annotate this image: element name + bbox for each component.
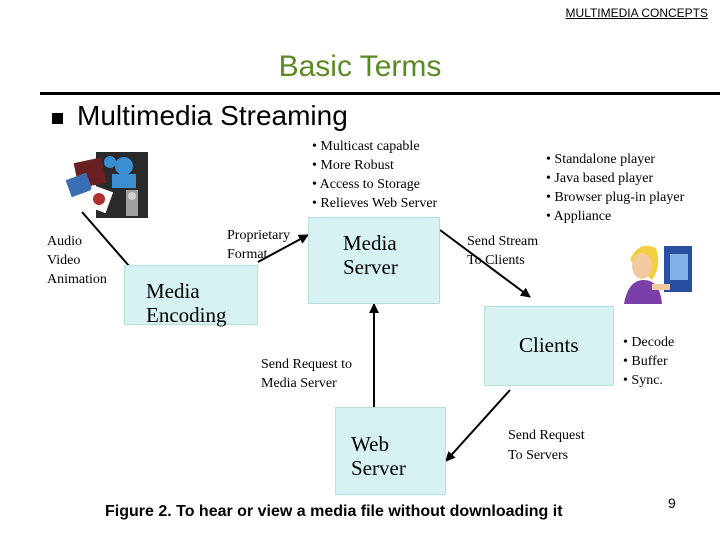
- media-encoding-box: Media Encoding: [124, 265, 258, 328]
- input-animation: Animation: [47, 272, 107, 287]
- web-server-box: Web Server: [335, 407, 446, 495]
- server-feature-multicast: • Multicast capable: [312, 139, 420, 154]
- user-at-computer-clipart-icon: [624, 245, 692, 304]
- client-function-buffer: • Buffer: [623, 354, 668, 369]
- clients-box: Clients: [484, 306, 614, 386]
- server-feature-relieves: • Relieves Web Server: [312, 196, 438, 211]
- client-function-decode: • Decode: [623, 335, 675, 350]
- slide-subtitle: Multimedia Streaming: [77, 100, 348, 131]
- media-server-box: Media Server: [308, 217, 440, 304]
- web-server-line2: Server: [351, 456, 406, 481]
- send-request-media-line1: Send Request to: [261, 357, 352, 372]
- page-number: 9: [668, 495, 676, 511]
- media-encoding-line1: Media: [146, 279, 200, 303]
- clients-label: Clients: [519, 333, 579, 357]
- player-type-standalone: • Standalone player: [546, 152, 656, 167]
- send-request-media-line2: Media Server: [261, 376, 337, 391]
- send-stream-label-line1: Send Stream: [467, 234, 539, 249]
- input-video: Video: [47, 253, 81, 268]
- send-stream-label-line2: To Clients: [467, 253, 525, 268]
- arrow-server-to-clients: [439, 229, 531, 298]
- slide-title: Basic Terms: [278, 50, 442, 83]
- proprietary-format-label-line2: Format: [227, 247, 268, 262]
- send-request-servers-line2: To Servers: [508, 448, 569, 463]
- multimedia-clipart-icon: [66, 152, 148, 218]
- proprietary-format-label-line1: Proprietary: [227, 228, 290, 243]
- client-function-sync: • Sync.: [623, 373, 663, 388]
- send-request-servers-line1: Send Request: [508, 428, 585, 443]
- player-type-plugin: • Browser plug-in player: [546, 190, 685, 205]
- player-type-java: • Java based player: [546, 171, 654, 186]
- arrow-encoding-to-server: [257, 234, 309, 263]
- server-feature-robust: • More Robust: [312, 158, 394, 173]
- bullet-square-icon: [52, 113, 63, 124]
- title-divider: [40, 92, 720, 95]
- web-server-line1: Web: [351, 432, 389, 456]
- arrow-clients-to-web-server: [445, 389, 511, 462]
- media-server-line2: Server: [343, 255, 398, 280]
- server-feature-storage: • Access to Storage: [312, 177, 420, 192]
- media-encoding-line2: Encoding: [146, 303, 227, 328]
- figure-caption: Figure 2. To hear or view a media file w…: [105, 503, 563, 520]
- slide-header: MULTIMEDIA CONCEPTS: [565, 6, 708, 20]
- input-audio: Audio: [47, 234, 82, 249]
- player-type-appliance: • Appliance: [546, 209, 612, 224]
- media-server-line1: Media: [343, 231, 397, 255]
